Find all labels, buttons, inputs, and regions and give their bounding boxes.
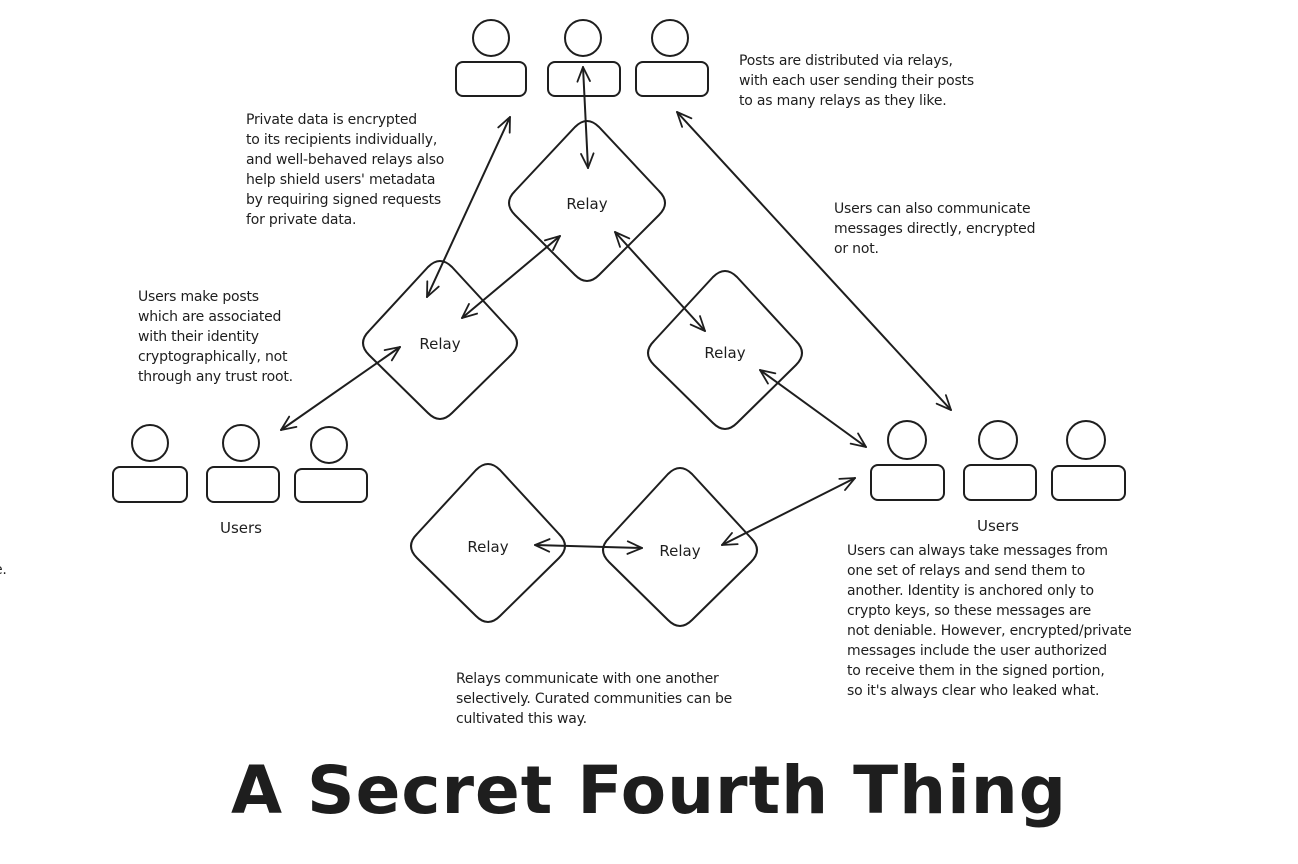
relay-label: Relay (659, 542, 701, 560)
note-message-portability: Users can always take messages from one … (847, 543, 1132, 699)
arrow-relaytop-relayleft (461, 235, 561, 319)
arrow-relaybottomright-rightusers (721, 477, 856, 546)
user-icon (963, 420, 1037, 501)
arrow-relaytop-relaymidright (614, 231, 706, 332)
users-label-left: Users (219, 519, 263, 537)
arrow-relaymidright-rightusers (759, 369, 867, 448)
note-private-data: Private data is encrypted to its recipie… (246, 112, 445, 228)
user-icon (294, 426, 368, 503)
user-icon (206, 424, 280, 503)
user-group-right (870, 420, 1126, 501)
note-clipped-fragment: e. (0, 562, 7, 578)
relay-label: Relay (419, 335, 461, 353)
arrow-topuser-relayleft (426, 116, 511, 298)
relay-diamond-bottom-left (410, 463, 566, 623)
users-label-right: Users (976, 517, 1020, 535)
relay-label: Relay (467, 538, 509, 556)
user-icon (1051, 420, 1126, 501)
user-icon (455, 19, 527, 97)
arrow-relaybottomleft-relaybottomright (534, 538, 643, 555)
user-icon (112, 424, 188, 503)
user-group-left (112, 424, 368, 503)
note-direct-messages: Users can also communicate messages dire… (834, 201, 1036, 257)
user-group-top (455, 19, 709, 97)
note-relay-communication: Relays communicate with one another sele… (456, 671, 733, 727)
relay-label: Relay (704, 344, 746, 362)
arrow-topuser-rightusers (676, 111, 952, 411)
user-icon (635, 19, 709, 97)
diagram-title: A Secret Fourth Thing (231, 752, 1067, 829)
arrow-topuser-relaytop (576, 66, 595, 169)
relay-label: Relay (566, 195, 608, 213)
user-icon (870, 420, 945, 501)
arrow-leftusers-relayleft (280, 346, 401, 431)
note-identity: Users make posts which are associated wi… (138, 289, 293, 385)
note-posts-distributed: Posts are distributed via relays, with e… (739, 53, 974, 109)
